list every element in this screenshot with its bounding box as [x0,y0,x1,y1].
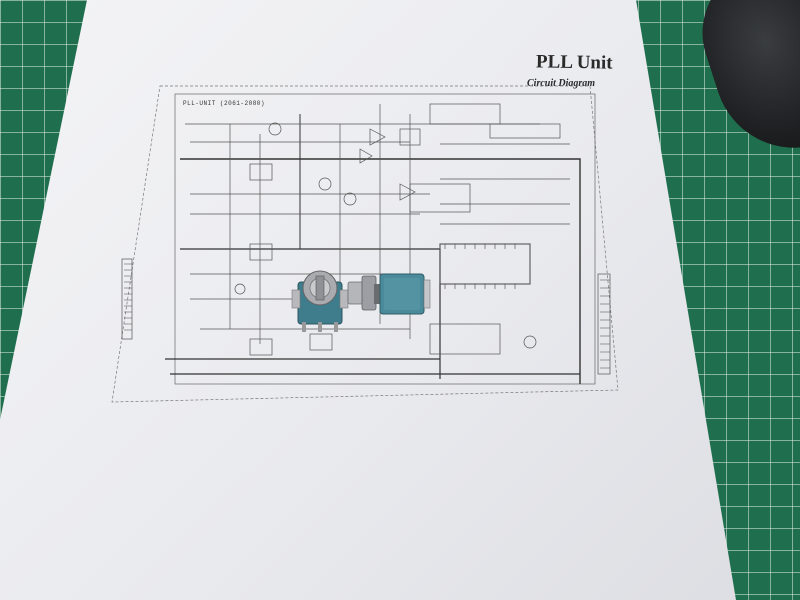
page-subtitle: Circuit Diagram [527,78,596,89]
rotary-encoder-left [291,270,349,332]
schematic-label: PLL-UNIT (2061-2080) [183,100,266,107]
page-title: PLL Unit [535,51,613,74]
rotary-potentiometer-right [347,273,431,315]
circuit-schematic [111,85,619,403]
